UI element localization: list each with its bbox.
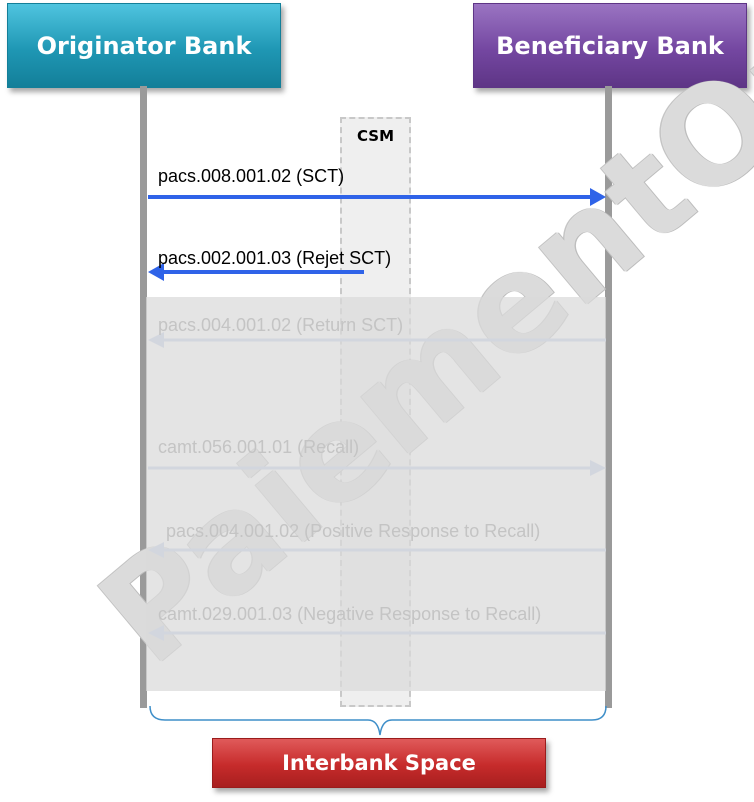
- csm-label: CSM: [356, 127, 395, 145]
- message-arrow-2: [148, 263, 364, 281]
- message-arrow-1: [148, 188, 606, 206]
- originator-lifeline: [140, 86, 147, 708]
- beneficiary-lifeline: [605, 86, 612, 708]
- message-label-3: pacs.004.001.02 (Return SCT): [158, 315, 404, 335]
- interbank-space-label: Interbank Space: [282, 751, 476, 775]
- originator-bank-label: Originator Bank: [36, 31, 252, 60]
- message-label-5: pacs.004.001.02 (Positive Response to Re…: [166, 521, 541, 541]
- message-label-1: pacs.008.001.02 (SCT): [158, 166, 345, 186]
- message-label-2: pacs.002.001.03 (Rejet SCT): [158, 248, 392, 268]
- faded-overlay: [146, 297, 606, 691]
- message-label-4: camt.056.001.01 (Recall): [158, 437, 360, 457]
- interbank-space-box: Interbank Space: [212, 738, 546, 788]
- message-label-6: camt.029.001.03 (Negative Response to Re…: [158, 604, 542, 624]
- originator-bank-box: Originator Bank: [7, 3, 281, 88]
- beneficiary-bank-label: Beneficiary Bank: [496, 31, 724, 60]
